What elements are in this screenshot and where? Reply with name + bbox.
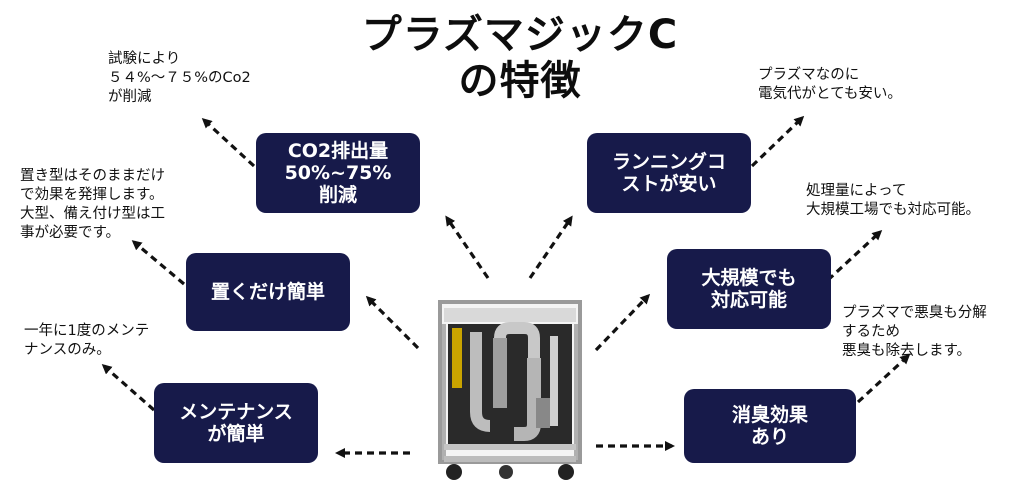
feature-box-maintenance: メンテナンス が簡単 [154, 383, 318, 463]
feature-box-placement: 置くだけ簡単 [186, 253, 350, 331]
arrow-co2-to-note [201, 117, 256, 168]
title-line-2: の特徴 [458, 58, 582, 104]
note-running-cost: プラズマなのに 電気代がとても安い。 [758, 67, 902, 102]
note-co2: 試験により ５４%～７５%のCo2 が削減 [108, 51, 251, 105]
arrow-largescale-to-note [826, 229, 883, 282]
feature-box-co2: CO2排出量 50%~75% 削減 [256, 133, 420, 213]
note-maintenance: 一年に1度のメンテ ナンスのみ。 [24, 323, 150, 358]
machine-image [438, 300, 582, 480]
arrow-machine-to-cost [528, 215, 573, 279]
arrow-cost-to-note [750, 115, 805, 168]
title-line-1: プラズマジックC [361, 12, 679, 58]
arrow-placement-to-note [131, 240, 186, 286]
feature-box-running-cost: ランニングコ ストが安い [587, 133, 751, 213]
note-placement: 置き型はそのままだけ で効果を発揮します。 大型、備え付け型は工 事が必要です。 [20, 168, 165, 241]
arrow-machine-to-co2 [445, 215, 490, 279]
arrow-machine-to-largescale [594, 293, 651, 352]
feature-box-large-scale: 大規模でも 対応可能 [667, 249, 831, 329]
note-large-scale: 処理量によって 大規模工場でも対応可能。 [806, 183, 980, 218]
arrow-machine-to-placement [365, 295, 420, 350]
arrow-deodorize-to-note [856, 353, 911, 404]
diagram-title: プラズマジックC の特徴 [330, 12, 710, 104]
arrow-maintenance-to-note [101, 364, 156, 412]
note-deodorize: プラズマで悪臭も分解 するため 悪臭も除去します。 [842, 305, 987, 359]
feature-box-deodorize: 消臭効果 あり [684, 389, 856, 463]
